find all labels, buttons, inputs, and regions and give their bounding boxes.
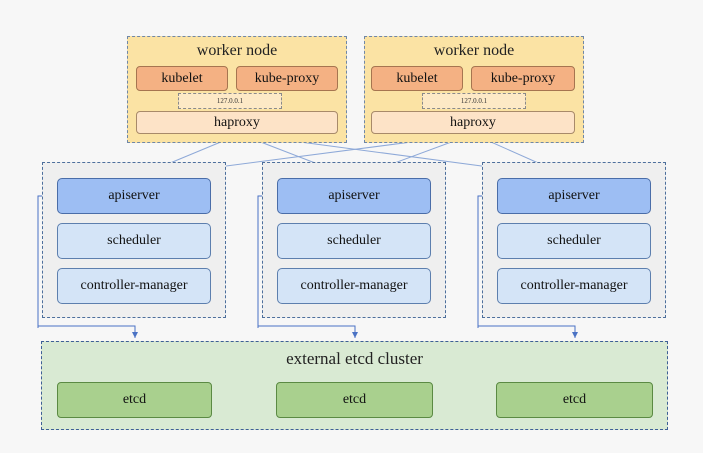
- master3-to-etcd-line: [478, 325, 578, 338]
- worker-node-2: worker node kubelet kube-proxy 127.0.0.1…: [364, 36, 584, 143]
- controller-manager-box: controller-manager: [497, 268, 651, 304]
- apiserver-box: apiserver: [277, 178, 431, 214]
- kube-proxy-box: kube-proxy: [236, 66, 338, 91]
- master-node-3: apiserver scheduler controller-manager: [482, 162, 666, 318]
- worker-node-title: worker node: [433, 42, 515, 59]
- etcd-node-1: etcd: [57, 382, 212, 418]
- localhost-address: 127.0.0.1: [422, 93, 526, 109]
- kubelet-box: kubelet: [136, 66, 228, 91]
- scheduler-box: scheduler: [497, 223, 651, 259]
- etcd-node-2: etcd: [276, 382, 433, 418]
- haproxy-box: haproxy: [136, 111, 338, 134]
- etcd-node-3: etcd: [496, 382, 653, 418]
- scheduler-box: scheduler: [277, 223, 431, 259]
- master1-to-etcd-line: [38, 325, 138, 338]
- master-node-2: apiserver scheduler controller-manager: [262, 162, 446, 318]
- etcd-cluster: external etcd cluster etcd etcd etcd: [41, 341, 668, 430]
- controller-manager-box: controller-manager: [57, 268, 211, 304]
- haproxy-box: haproxy: [371, 111, 575, 134]
- scheduler-box: scheduler: [57, 223, 211, 259]
- worker-node-title: worker node: [196, 42, 278, 59]
- etcd-cluster-title: external etcd cluster: [286, 349, 423, 368]
- worker-node-1: worker node kubelet kube-proxy 127.0.0.1…: [127, 36, 347, 143]
- kube-proxy-box: kube-proxy: [471, 66, 575, 91]
- apiserver-box: apiserver: [497, 178, 651, 214]
- controller-manager-box: controller-manager: [277, 268, 431, 304]
- kubelet-box: kubelet: [371, 66, 463, 91]
- localhost-address: 127.0.0.1: [178, 93, 282, 109]
- apiserver-box: apiserver: [57, 178, 211, 214]
- master-node-1: apiserver scheduler controller-manager: [42, 162, 226, 318]
- master2-to-etcd-line: [258, 325, 358, 338]
